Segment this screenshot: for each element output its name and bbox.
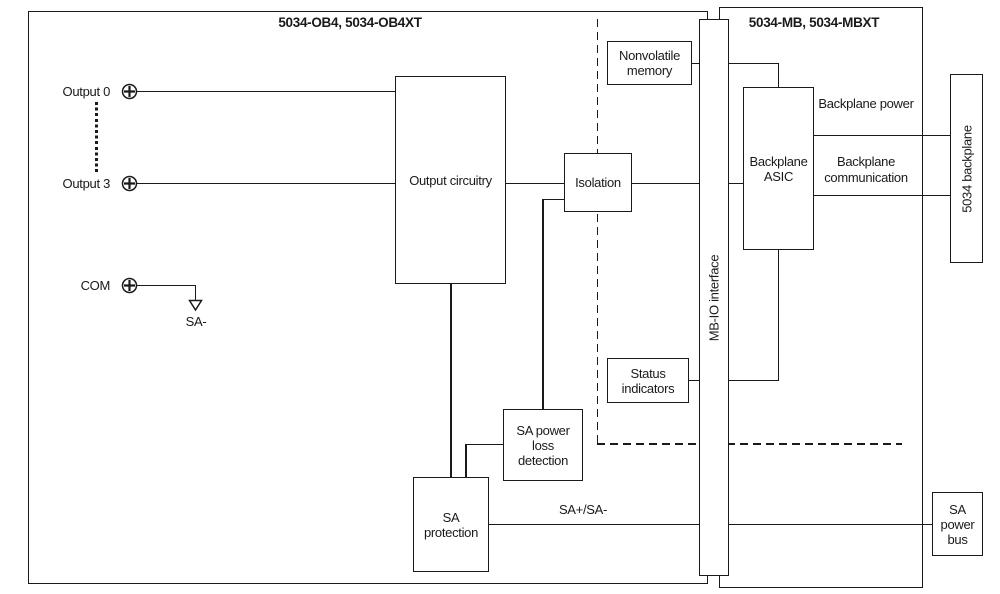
wire-mbio-to-asic-top: [729, 62, 779, 64]
block-sa-power-bus: SA power bus: [932, 492, 983, 556]
isolation-boundary-dashed-horizontal: [597, 443, 902, 445]
block-output-circuitry-label: Output circuitry: [409, 172, 492, 188]
block-backplane-asic-label: Backplane ASIC: [749, 153, 808, 184]
wire-saloss-link-v: [465, 444, 467, 477]
output-range-dotted-line: [95, 102, 98, 174]
block-mb-io-interface-label: MB-IO interface: [706, 254, 722, 341]
block-output-circuitry: Output circuitry: [395, 76, 506, 284]
sa-minus-label: SA-: [185, 314, 207, 329]
wire-backplane-communication: [814, 194, 950, 196]
wire-com: [137, 284, 196, 286]
sa-plus-minus-label: SA+/SA-: [558, 502, 608, 517]
wire-asic-bottom-drop: [777, 250, 779, 380]
wire-mbio-to-asic: [729, 182, 743, 184]
wire-asic-top-drop: [777, 63, 779, 87]
wire-circuitry-to-isolation: [506, 182, 564, 184]
block-mb-io-interface: MB-IO interface: [699, 19, 729, 576]
wire-nvmemory-to-mbio: [692, 62, 699, 64]
block-sa-power-loss-detection-label: SA power loss detection: [516, 422, 570, 468]
wire-isolation-to-saloss: [542, 199, 544, 409]
backplane-communication-label: Backplane communication: [824, 154, 908, 185]
wire-com-drop: [194, 285, 196, 300]
block-backplane-asic: Backplane ASIC: [743, 87, 814, 250]
section-ob4-title: 5034-OB4, 5034-OB4XT: [278, 15, 422, 30]
block-sa-protection: SA protection: [413, 477, 489, 572]
wire-isolation-to-mbio: [632, 182, 699, 184]
block-nonvolatile-memory: Nonvolatile memory: [607, 41, 692, 85]
block-status-indicators-label: Status indicators: [621, 365, 675, 396]
wire-isolation-stub: [542, 198, 564, 200]
block-nonvolatile-memory-label: Nonvolatile memory: [618, 48, 680, 78]
terminal-label-com: COM: [80, 278, 111, 293]
section-mb-title: 5034-MB, 5034-MBXT: [748, 15, 880, 30]
wire-backplane-power: [814, 134, 950, 136]
sa-minus-arrow-icon: [188, 299, 203, 312]
block-5034-backplane-label: 5034 backplane: [959, 124, 974, 213]
block-sa-protection-label: SA protection: [423, 509, 479, 540]
terminal-screw-icon: [121, 175, 138, 192]
terminal-screw-icon: [121, 83, 138, 100]
block-status-indicators: Status indicators: [607, 358, 689, 403]
block-5034-backplane: 5034 backplane: [950, 74, 983, 263]
wire-output0: [137, 90, 395, 92]
block-isolation-label: Isolation: [575, 175, 621, 190]
wire-status-to-mbio: [689, 379, 699, 381]
terminal-label-output3: Output 3: [62, 176, 111, 191]
block-sa-power-loss-detection: SA power loss detection: [503, 409, 583, 481]
wire-circuitry-to-saprotection: [450, 284, 452, 477]
terminal-screw-icon: [121, 277, 138, 294]
backplane-power-label: Backplane power: [818, 96, 914, 111]
wire-output3: [137, 182, 395, 184]
wire-mbio-to-asic-bottom: [729, 379, 779, 381]
block-sa-power-bus-label: SA power bus: [940, 501, 975, 547]
wire-saloss-link-h: [465, 443, 503, 445]
isolation-boundary-dashed-vertical: [596, 19, 598, 444]
terminal-label-output0: Output 0: [62, 84, 111, 99]
block-isolation: Isolation: [564, 153, 632, 212]
